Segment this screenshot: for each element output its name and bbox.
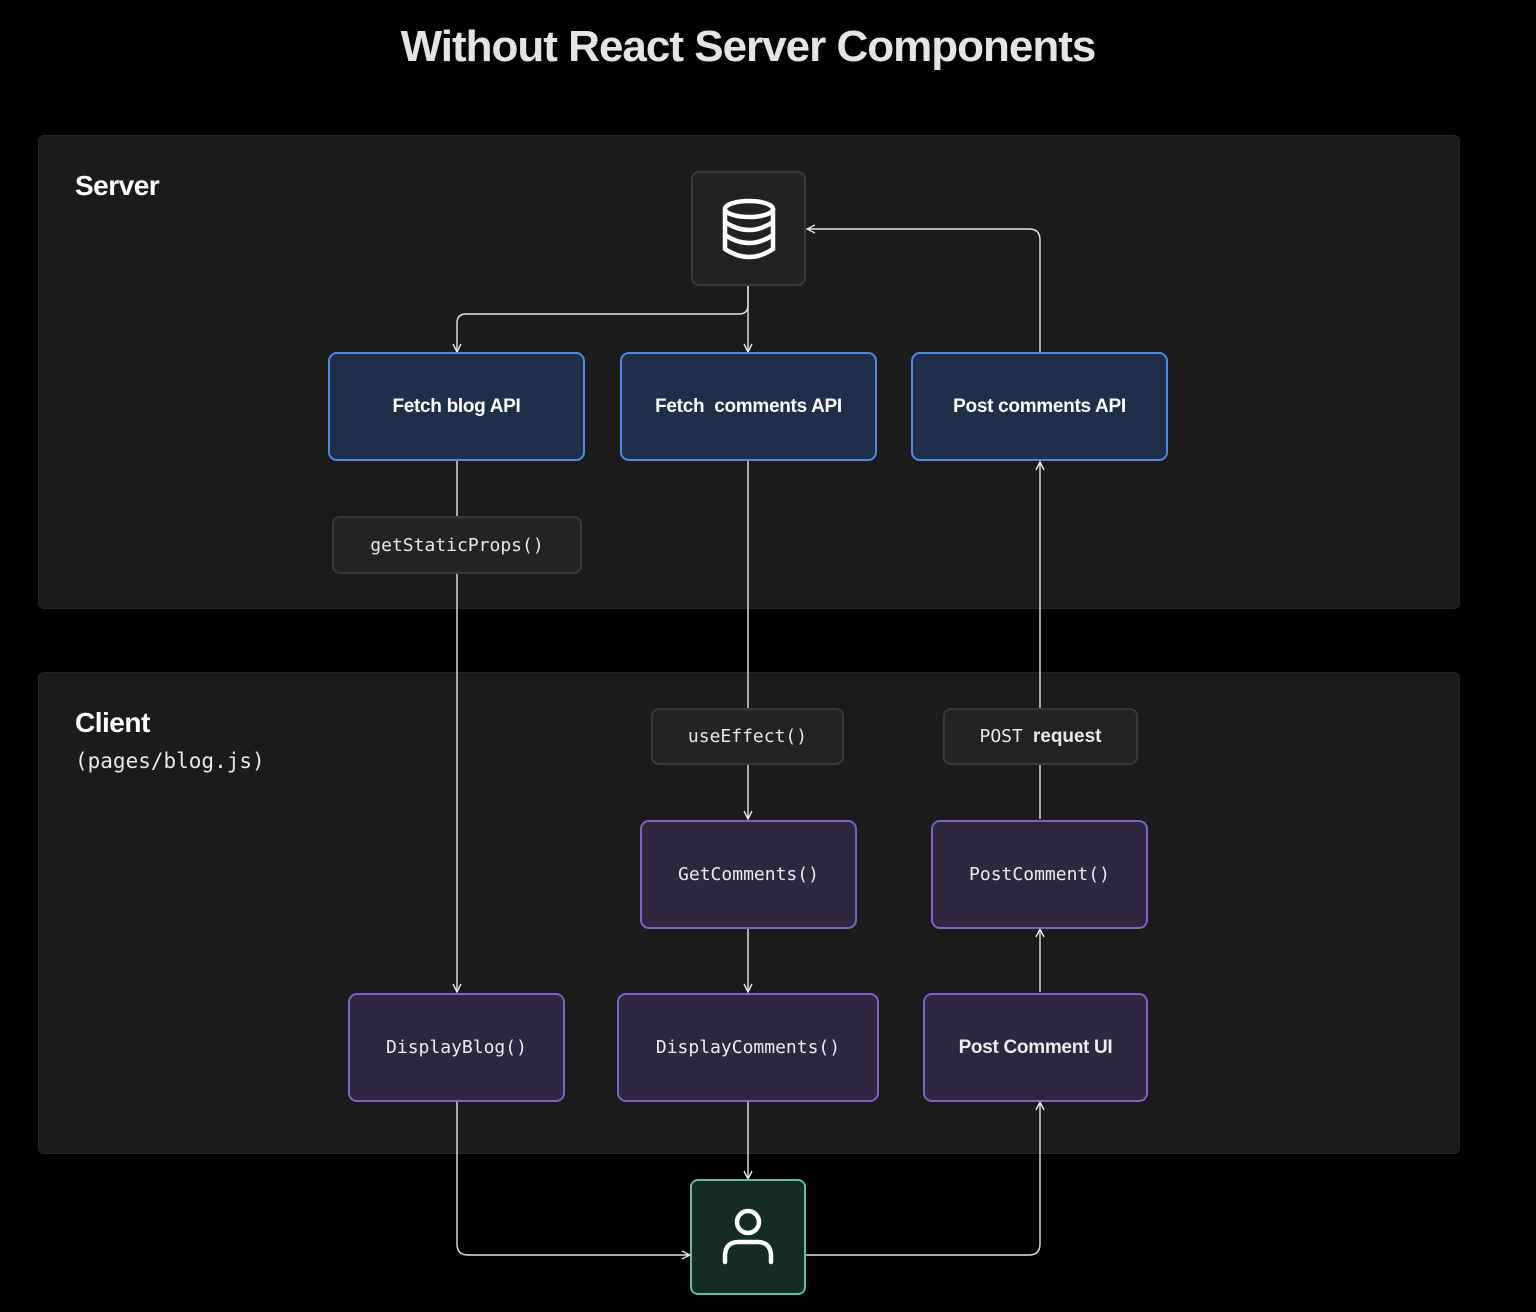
post-request-text: request xyxy=(1032,725,1102,747)
connector-display-blog-to-user xyxy=(456,1101,690,1255)
post-request-method: POST xyxy=(979,726,1023,747)
post-comment-node: PostComment() xyxy=(931,820,1148,929)
display-blog-node: DisplayBlog() xyxy=(348,993,565,1102)
post-request-label: POST request xyxy=(943,708,1138,765)
user-node xyxy=(690,1179,806,1295)
connector-user-to-post-ui xyxy=(806,1102,1040,1256)
post-comment-ui-node: Post Comment UI xyxy=(923,993,1148,1102)
connector-db-to-fetch-blog xyxy=(457,286,749,352)
fetch-comments-api-node: Fetch comments API xyxy=(620,352,877,461)
post-comments-api-node: Post comments API xyxy=(911,352,1168,461)
display-comments-node: DisplayComments() xyxy=(617,993,879,1102)
connector-post-api-to-db xyxy=(807,229,1041,352)
client-label: Client xyxy=(75,707,150,738)
page-title: Without React Server Components xyxy=(400,22,1097,71)
server-label: Server xyxy=(75,170,160,201)
database-node xyxy=(691,171,806,286)
client-file-label: (pages/blog.js) xyxy=(75,749,265,773)
user-icon xyxy=(722,1208,774,1265)
database-icon xyxy=(722,198,775,259)
get-comments-node: GetComments() xyxy=(640,820,857,929)
get-static-props-label: getStaticProps() xyxy=(332,516,582,574)
use-effect-label: useEffect() xyxy=(651,708,844,765)
fetch-blog-api-node: Fetch blog API xyxy=(328,352,585,461)
